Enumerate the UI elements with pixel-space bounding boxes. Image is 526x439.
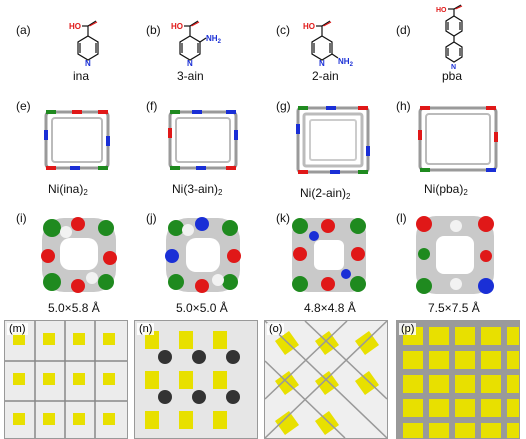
- ina-acid-label: HO: [69, 22, 81, 31]
- 2-ain-amine-sub: 2: [350, 62, 354, 68]
- panel-letter-e: (e): [16, 99, 31, 113]
- 2-ain-ring-n: N: [319, 59, 325, 68]
- panel-letter-b: (b): [146, 23, 161, 37]
- caption-3-ain: 3-ain: [177, 69, 204, 83]
- panel-letter-c: (c): [276, 23, 290, 37]
- caption-ni-ina: Ni(ina)2: [48, 182, 88, 197]
- framework-ni-ina: [44, 110, 110, 170]
- svg-text:NH2: NH2: [206, 34, 222, 45]
- panel-letter-g: (g): [276, 99, 291, 113]
- lattice-view-m: (m): [4, 320, 128, 439]
- 3-ain-structure: HO N NH2: [171, 20, 222, 68]
- panel-letter-p: (p): [399, 323, 417, 335]
- panel-letter-m: (m): [7, 323, 28, 335]
- lattice-view-p: (p): [396, 320, 520, 439]
- pba-acid-label: HO: [436, 7, 447, 14]
- 3-ain-ring-n: N: [187, 59, 193, 68]
- caption-pore-pba: 7.5×7.5 Å: [428, 301, 480, 315]
- caption-pore-ina: 5.0×5.8 Å: [48, 301, 100, 315]
- pore-view-ina: [41, 217, 117, 293]
- panel-letter-j: (j): [146, 211, 157, 225]
- panel-letter-i: (i): [16, 211, 27, 225]
- framework-ni-3-ain: [168, 110, 238, 170]
- caption-ni-pba: Ni(pba)2: [424, 182, 468, 197]
- pba-structure: HO N: [436, 4, 463, 71]
- caption-ina: ina: [73, 69, 90, 83]
- panel-letter-l: (l): [396, 211, 407, 225]
- 3-ain-amine: NH: [206, 34, 218, 43]
- panel-letter-n: (n): [137, 323, 155, 335]
- 2-ain-amine: NH: [338, 57, 350, 66]
- 2-ain-structure: HO N NH2: [303, 20, 354, 68]
- ina-ring-n: N: [85, 59, 91, 68]
- 3-ain-acid-label: HO: [171, 22, 183, 31]
- framework-ni-pba: [418, 106, 498, 172]
- lattice-view-n: (n): [134, 320, 258, 439]
- ina-structure: HO N: [69, 20, 99, 68]
- panel-letter-a: (a): [16, 23, 31, 37]
- 2-ain-acid-label: HO: [303, 22, 315, 31]
- pore-view-3-ain: [165, 217, 241, 293]
- pore-view-pba: [416, 216, 494, 294]
- caption-pore-3-ain: 5.0×5.0 Å: [176, 301, 228, 315]
- caption-pba: pba: [442, 69, 463, 83]
- caption-2-ain: 2-ain: [312, 69, 339, 83]
- panel-letter-d: (d): [396, 23, 411, 37]
- panel-letter-o: (o): [267, 323, 285, 335]
- panel-letter-h: (h): [396, 99, 411, 113]
- 3-ain-amine-sub: 2: [218, 39, 222, 45]
- panel-letter-k: (k): [276, 211, 290, 225]
- framework-ni-2-ain: [296, 106, 370, 174]
- caption-pore-2-ain: 4.8×4.8 Å: [304, 301, 356, 315]
- panel-letter-f: (f): [146, 99, 158, 113]
- pba-ring-n: N: [451, 64, 456, 71]
- svg-text:NH2: NH2: [338, 57, 354, 68]
- caption-ni-3-ain: Ni(3-ain)2: [172, 182, 223, 197]
- lattice-view-o: (o): [264, 320, 388, 439]
- caption-ni-2-ain: Ni(2-ain)2: [300, 186, 351, 201]
- pore-view-2-ain: [292, 218, 366, 292]
